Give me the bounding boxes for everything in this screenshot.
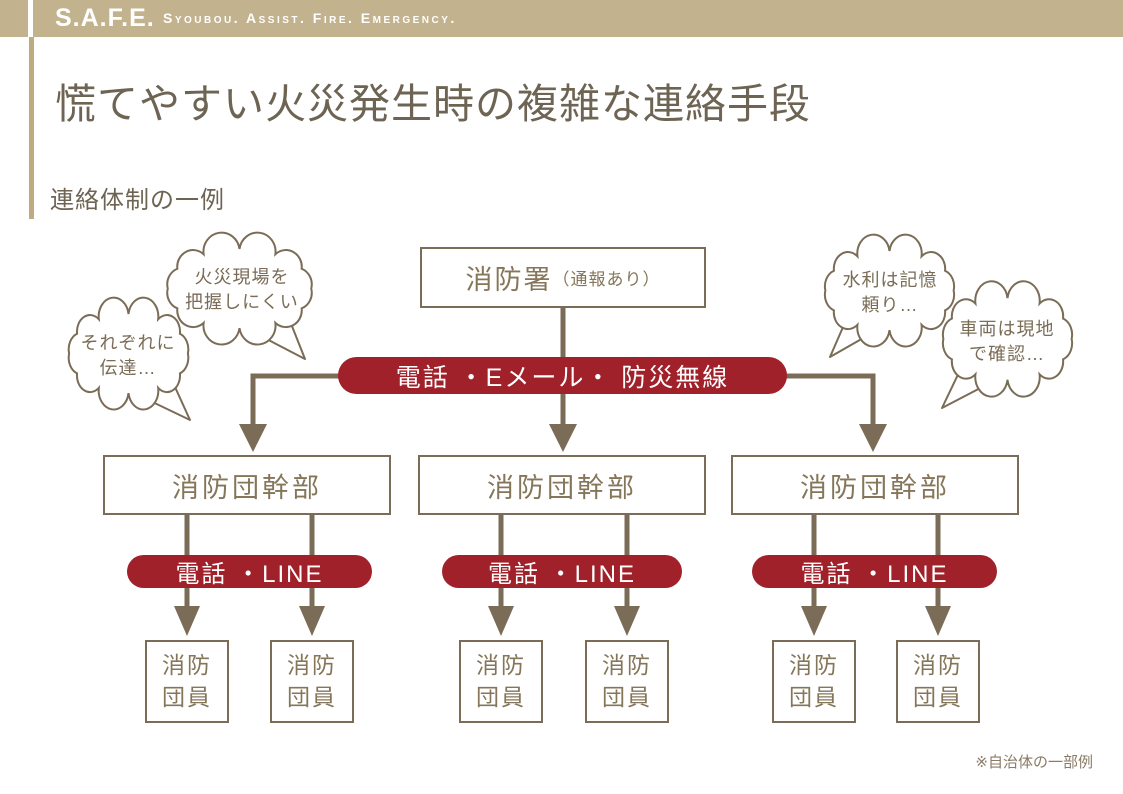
- member-label-line1: 消防: [287, 652, 337, 679]
- speech-bubble-2-text: それぞれに 伝達…: [68, 331, 188, 381]
- member-label-line2: 団員: [287, 683, 337, 710]
- bubble-line: で確認…: [969, 344, 1045, 365]
- bubble-line: 伝達…: [99, 358, 157, 379]
- executive-label: 消防団幹部: [172, 472, 322, 503]
- member-box-6: 消防団員: [896, 640, 980, 723]
- bubble-line: それぞれに: [80, 333, 176, 353]
- speech-bubble-4-text: 車両は現地 で確認…: [942, 317, 1072, 367]
- member-label-line2: 団員: [913, 683, 963, 710]
- page-title: 慌てやすい火災発生時の複雑な連絡手段: [55, 81, 811, 127]
- speech-bubble-3: [820, 245, 965, 358]
- bubble-line: 把握しにくい: [185, 292, 299, 313]
- group-channel-pill-2: 電話 ・LINE: [442, 555, 682, 588]
- member-box-3: 消防団員: [459, 640, 543, 723]
- member-label-line1: 消防: [789, 652, 839, 679]
- speech-bubble-2: [64, 308, 191, 421]
- arrowhead: [299, 606, 325, 636]
- executive-box-3: 消防団幹部: [731, 455, 1019, 515]
- member-box-5: 消防団員: [772, 640, 856, 723]
- member-box-1: 消防団員: [145, 640, 229, 723]
- arrowhead: [239, 424, 267, 452]
- executive-box-1: 消防団幹部: [103, 455, 391, 515]
- bubble-line: 火災現場を: [194, 267, 290, 287]
- safe-logo: S.A.F.E.: [55, 4, 155, 32]
- top-channel-label: 電話 ・Eメール・ 防災無線: [395, 363, 730, 392]
- section-subtitle: 連絡体制の一例: [50, 187, 225, 214]
- speech-bubble-4: [941, 292, 1078, 409]
- header-band: S.A.F.E. Syoubou. Assist. Fire. Emergenc…: [0, 0, 1123, 37]
- executive-label: 消防団幹部: [800, 472, 950, 503]
- member-label-line2: 団員: [602, 683, 652, 710]
- speech-bubble-1: [162, 243, 317, 360]
- member-label-line1: 消防: [602, 652, 652, 679]
- member-label-line2: 団員: [162, 683, 212, 710]
- top-channel-pill: 電話 ・Eメール・ 防災無線: [338, 357, 787, 394]
- bubble-line: 車両は現地: [959, 319, 1055, 339]
- left-accent-bar: [29, 37, 34, 219]
- speech-bubble-3-text: 水利は記憶 頼り…: [825, 268, 955, 318]
- bubble-line: 頼り…: [861, 295, 919, 316]
- arrowhead: [488, 606, 514, 636]
- footnote: ※自治体の一部例: [975, 754, 1093, 771]
- bubble-line: 水利は記憶: [842, 270, 938, 290]
- header-notch: [28, 0, 33, 37]
- executive-label: 消防団幹部: [487, 472, 637, 503]
- member-label-line1: 消防: [913, 652, 963, 679]
- member-box-4: 消防団員: [585, 640, 669, 723]
- executive-box-2: 消防団幹部: [418, 455, 706, 515]
- group-channel-pill-3: 電話 ・LINE: [752, 555, 997, 588]
- arrowhead: [859, 424, 887, 452]
- arrowhead: [614, 606, 640, 636]
- member-label-line2: 団員: [476, 683, 526, 710]
- speech-bubble-1-text: 火災現場を 把握しにくい: [172, 265, 312, 315]
- fire-station-sub-label: （通報あり）: [552, 270, 661, 289]
- fire-station-label: 消防署: [465, 265, 553, 295]
- group-channel-label: 電話 ・LINE: [800, 561, 949, 588]
- group-channel-label: 電話 ・LINE: [487, 561, 637, 588]
- logo-tagline: Syoubou. Assist. Fire. Emergency.: [163, 10, 457, 26]
- arrowhead: [801, 606, 827, 636]
- arrowhead: [925, 606, 951, 636]
- arrowhead: [174, 606, 200, 636]
- group-channel-pill-1: 電話 ・LINE: [127, 555, 372, 588]
- arrowhead: [549, 424, 577, 452]
- member-label-line1: 消防: [476, 652, 526, 679]
- fire-station-box: 消防署 （通報あり）: [420, 247, 706, 308]
- member-label-line1: 消防: [162, 652, 212, 679]
- group-channel-label: 電話 ・LINE: [175, 561, 324, 588]
- member-label-line2: 団員: [789, 683, 839, 710]
- member-box-2: 消防団員: [270, 640, 354, 723]
